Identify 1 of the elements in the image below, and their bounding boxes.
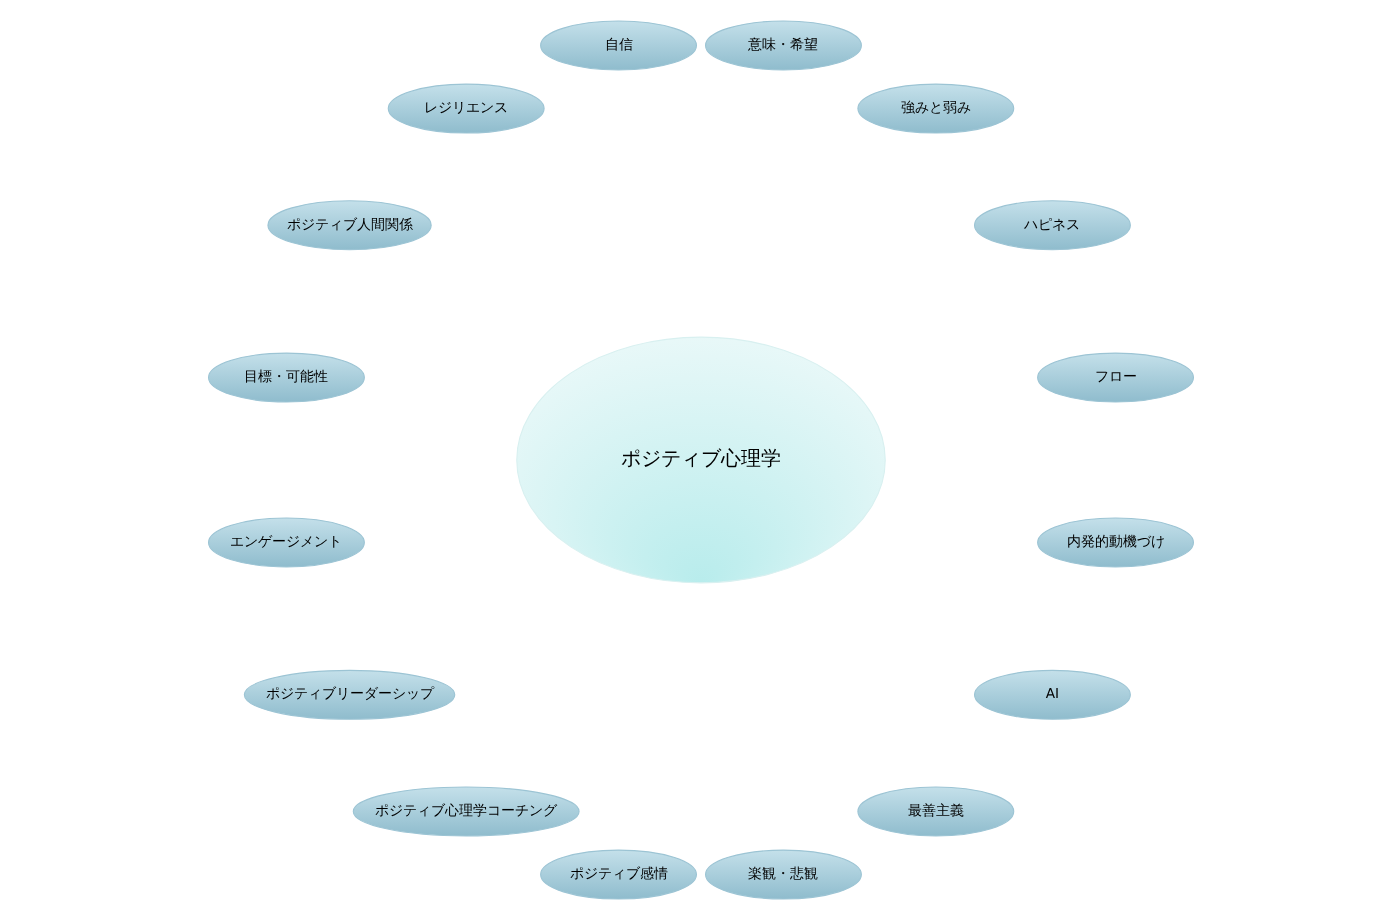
node-ellipse: ポジティブ心理学 [515, 336, 885, 584]
